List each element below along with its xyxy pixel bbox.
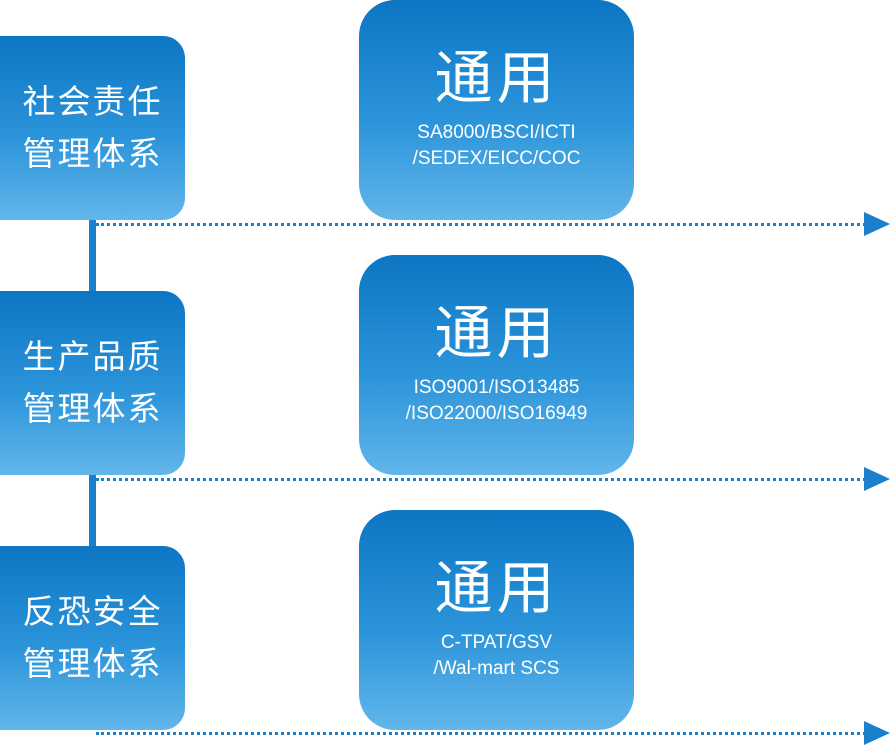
timeline-dotted-line-3 (96, 732, 866, 735)
category-label-line2: 管理体系 (22, 389, 163, 428)
category-label-line1: 生产品质 (22, 337, 163, 376)
arrow-right-icon-2 (864, 467, 890, 491)
timeline-dotted-line-2 (96, 478, 866, 481)
standards-list-line1: ISO9001/ISO13485 (413, 377, 580, 398)
connector-line-2 (89, 473, 96, 547)
category-label-line1: 反恐安全 (22, 592, 163, 631)
standards-list-line2: /Wal-mart SCS (433, 658, 560, 679)
connector-line-1 (89, 218, 96, 292)
category-box-social-responsibility: 社会责任 管理体系 (0, 36, 185, 220)
category-label-line2: 管理体系 (22, 134, 163, 173)
standards-heading: 通用 (434, 44, 559, 112)
standards-list-line2: /SEDEX/EICC/COC (412, 148, 581, 169)
category-label-line2: 管理体系 (22, 644, 163, 683)
standards-list-line1: SA8000/BSCI/ICTI (417, 122, 576, 143)
arrow-right-icon-3 (864, 721, 890, 745)
standards-heading: 通用 (434, 299, 559, 367)
standards-list-line2: /ISO22000/ISO16949 (405, 403, 588, 424)
standards-box-social-responsibility: 通用 SA8000/BSCI/ICTI /SEDEX/EICC/COC (359, 0, 634, 220)
category-box-anti-terrorism-security: 反恐安全 管理体系 (0, 546, 185, 730)
timeline-dotted-line-1 (96, 223, 866, 226)
arrow-right-icon-1 (864, 212, 890, 236)
standards-heading: 通用 (434, 554, 559, 622)
standards-box-anti-terrorism-security: 通用 C-TPAT/GSV /Wal-mart SCS (359, 510, 634, 730)
standards-box-production-quality: 通用 ISO9001/ISO13485 /ISO22000/ISO16949 (359, 255, 634, 475)
category-label-line1: 社会责任 (22, 82, 163, 121)
standards-list-line1: C-TPAT/GSV (440, 632, 553, 653)
category-box-production-quality: 生产品质 管理体系 (0, 291, 185, 475)
